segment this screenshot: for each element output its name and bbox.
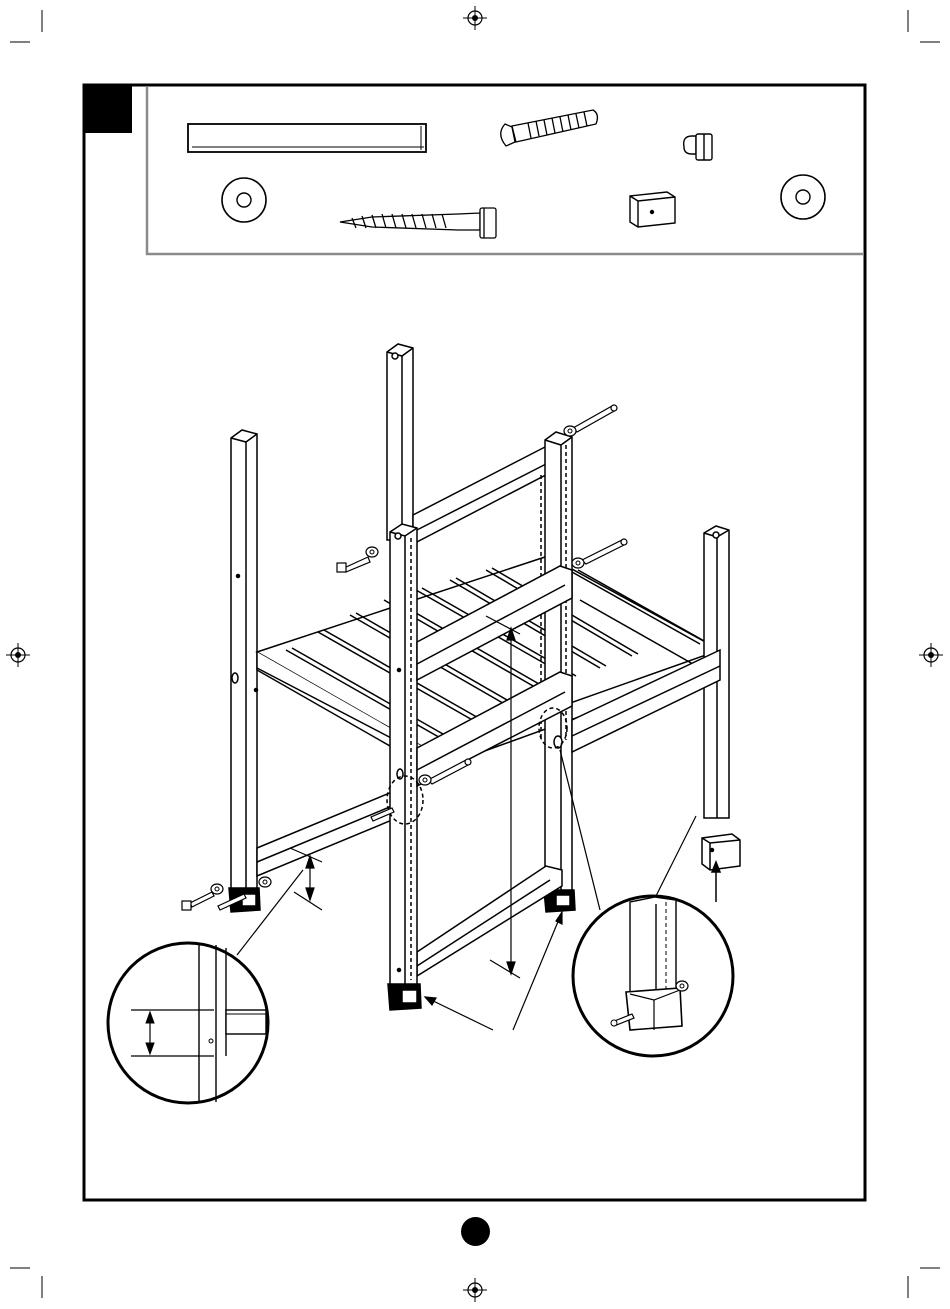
- washer-icon: [222, 178, 266, 222]
- far-right-post: [702, 526, 740, 902]
- cap-nut-icon: [684, 134, 712, 160]
- lower-right-rail: [417, 866, 562, 976]
- registration-mark-left: [6, 643, 30, 667]
- left-post: [229, 430, 260, 912]
- lower-rail: [257, 792, 392, 876]
- washer-icon: [781, 175, 825, 219]
- board-icon: [188, 124, 426, 152]
- right-corner-detail-circle: [573, 896, 733, 1056]
- page-number-dot: [461, 1217, 490, 1246]
- registration-mark-top: [463, 6, 487, 30]
- carriage-bolt-icon: [501, 110, 598, 146]
- step-number-badge: [84, 85, 132, 133]
- right-back-post: [541, 432, 575, 912]
- registration-mark-bottom: [463, 1278, 487, 1302]
- lag-screw-icon: [340, 208, 496, 238]
- left-corner-detail-circle: [108, 943, 268, 1103]
- hardware-panel: [147, 86, 864, 254]
- upper-back-rail: [413, 447, 563, 544]
- back-post: [387, 344, 413, 540]
- registration-mark-right: [919, 643, 943, 667]
- front-post: [388, 524, 421, 1010]
- foot-cap-icon: [630, 192, 675, 227]
